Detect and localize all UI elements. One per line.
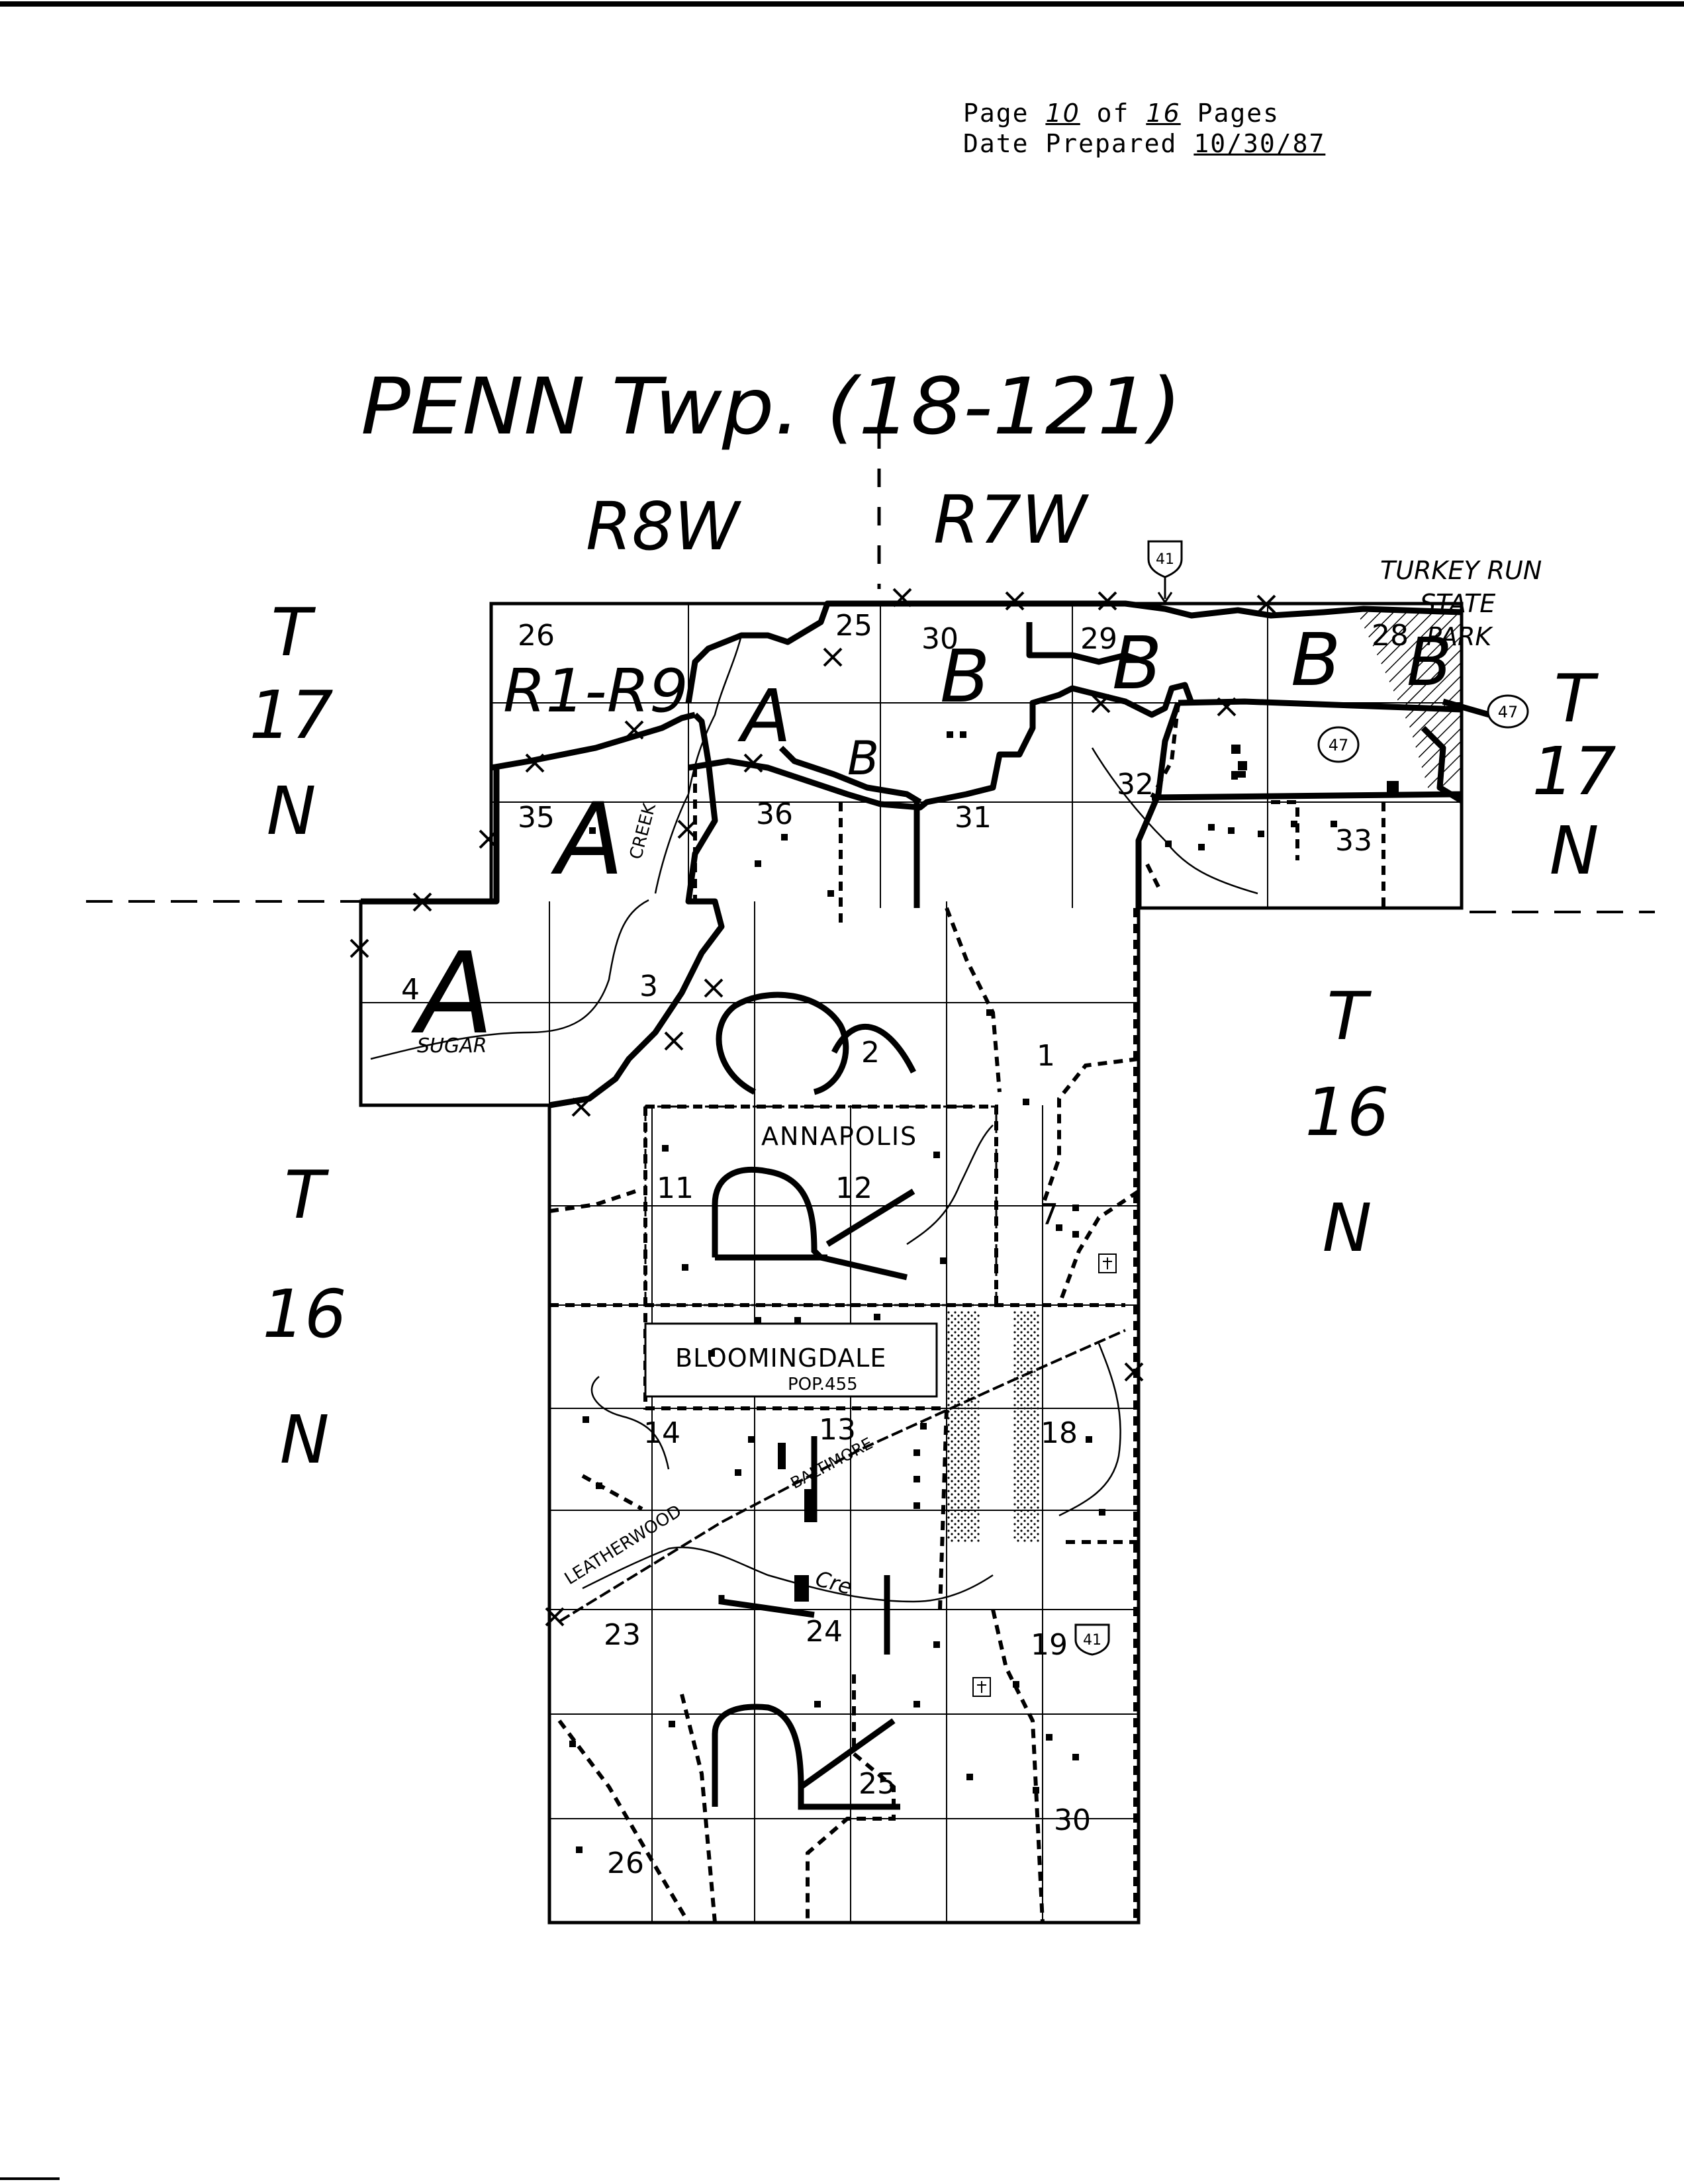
range-west: R8W [586,488,741,565]
building-dots [569,731,1399,1853]
t-direction: N [280,1401,330,1479]
section-36: 36 [756,797,793,831]
sr47-number: 47 [1329,736,1349,754]
zone-b-36: B [847,731,879,786]
township-label-t17n-east: T 17 N [1532,660,1616,889]
t-direction: N [1323,1189,1372,1267]
section-28: 28 [1372,619,1409,653]
section-4: 4 [401,973,420,1007]
gravel-area-left [947,1310,980,1542]
section-18: 18 [1041,1416,1078,1450]
town-annapolis: ANNAPOLIS [761,1122,917,1151]
zone-b-29: B [1112,621,1162,705]
zone-a-north: A [737,674,791,758]
section-1: 1 [1037,1039,1055,1073]
zone-rings [712,991,917,1810]
sr47-shield-east: 47 [1487,694,1529,729]
section-25-south: 25 [859,1767,896,1801]
section-31: 31 [955,801,992,835]
t-letter: T [1327,978,1372,1055]
pages-label: Pages [1197,99,1280,128]
section-25-north: 25 [835,609,872,643]
section-14: 14 [643,1416,680,1450]
park-label-line2: STATE [1420,589,1495,618]
t-direction: N [1550,812,1599,889]
t-letter: T [271,594,316,671]
us41-number: 41 [1083,1632,1101,1649]
t-number: 17 [249,676,333,754]
us41-number: 41 [1156,551,1174,568]
t-letter: T [284,1156,329,1234]
section-23: 23 [604,1618,641,1652]
t-letter: T [1554,660,1599,737]
zone-a-4: A [410,929,494,1060]
sr47-shield-inner: 47 [1317,726,1360,763]
zone-r1r9: R1-R9 [503,657,688,726]
t-number: 17 [1532,733,1616,810]
page-label: Page [963,99,1029,128]
map-title: PENN Twp. (18-121) [361,361,1182,452]
us41-shield-south: 41 [1074,1623,1110,1656]
zone-b-30: B [940,634,990,719]
page-number: 10 [1045,99,1080,128]
t-direction: N [267,772,316,850]
zoning-boundaries [361,600,1491,1109]
section-26-south: 26 [607,1846,644,1880]
township-label-t16n-west: T 16 N [262,1156,346,1479]
section-24: 24 [806,1615,843,1649]
park-label-line3: PARK [1427,622,1493,651]
section-32: 32 [1117,768,1154,801]
range-east: R7W [933,481,1089,559]
page-count-line: Page 10 of 16 Pages [963,98,1325,128]
date-label: Date Prepared [963,129,1178,158]
section-30-north: 30 [921,622,959,656]
section-numbers: 26 25 30 29 28 35 36 31 32 33 4 3 2 1 11… [401,609,1409,1880]
railroad [558,1329,1126,1623]
town-bloomingdale: BLOOMINGDALE [675,1343,886,1373]
section-7: 7 [1040,1198,1058,1232]
us41-shield-north: 41 [1147,540,1183,604]
section-35: 35 [518,801,555,835]
total-pages: 16 [1146,99,1181,128]
cemetery-markers [972,1253,1117,1697]
zone-b-park: B [1407,623,1452,701]
t-number: 16 [1305,1073,1389,1151]
section-29: 29 [1080,622,1117,656]
section-26-north: 26 [518,619,555,653]
zone-a-35: A [551,782,624,897]
t-number: 16 [262,1275,346,1353]
section-33: 33 [1335,824,1372,858]
town-bloomingdale-pop: POP.455 [788,1375,858,1394]
section-13: 13 [819,1413,856,1447]
park-label-line1: TURKEY RUN [1380,556,1542,585]
zone-b-28: B [1291,617,1340,702]
date-value: 10/30/87 [1193,129,1326,158]
page-header: Page 10 of 16 Pages Date Prepared 10/30/… [963,98,1325,159]
section-11: 11 [657,1171,694,1205]
township-label-t16n-east: T 16 N [1305,978,1389,1267]
creeks [370,635,1258,1603]
gravel-area-right [1013,1310,1039,1542]
sr47-number: 47 [1498,703,1519,721]
section-3: 3 [639,970,658,1003]
zone-labels: R1-R9 A A A B B B B B [410,617,1452,1060]
section-30-south: 30 [1054,1803,1091,1837]
county-roads [549,702,1385,1924]
bloomingdale-label-box [644,1322,938,1398]
section-19: 19 [1031,1628,1068,1662]
date-line: Date Prepared 10/30/87 [963,128,1325,159]
of-label: of [1096,99,1130,128]
creek-sugar: SUGAR [417,1034,487,1058]
section-2: 2 [861,1036,880,1069]
section-12: 12 [835,1171,872,1205]
township-label-t17n-west: T 17 N [249,594,333,850]
